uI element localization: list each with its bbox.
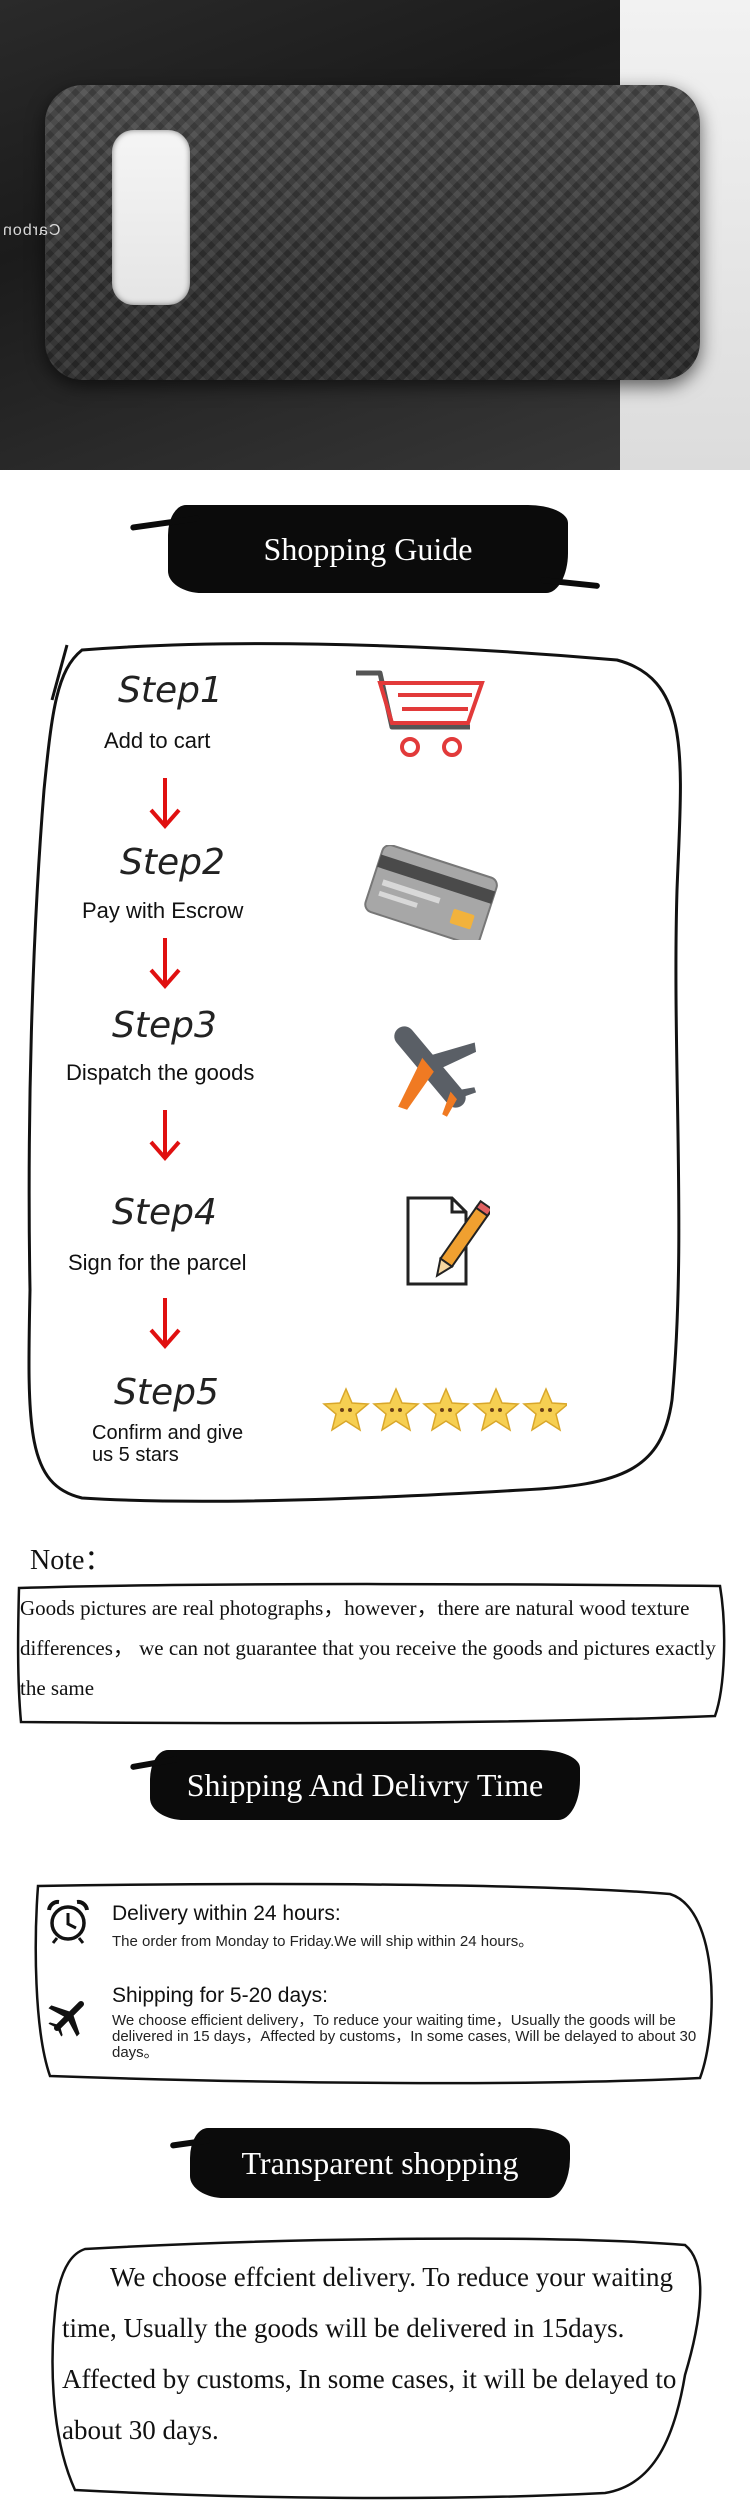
transparent-text: We choose effcient delivery. To reduce y… bbox=[62, 2262, 677, 2445]
note-title: Note： bbox=[30, 1545, 113, 1576]
transparent-shopping-banner: Transparent shopping bbox=[190, 2128, 570, 2198]
credit-card-icon bbox=[364, 845, 498, 940]
note-text: Goods pictures are real photographs，howe… bbox=[20, 1596, 716, 1700]
step-2-title: Step2 bbox=[120, 842, 225, 883]
shipping-5-20-heading: Shipping for 5-20 days: bbox=[112, 1984, 328, 2007]
shipping-5-20-body: We choose efficient delivery，To reduce y… bbox=[112, 2012, 697, 2061]
step-5-desc-line1: Confirm and give bbox=[92, 1422, 244, 1444]
step-5-title: Step5 bbox=[114, 1372, 219, 1413]
banner-title: Shopping Guide bbox=[263, 531, 473, 567]
step-3-desc: Dispatch the goods bbox=[66, 1060, 255, 1085]
airplane-icon bbox=[394, 1026, 477, 1117]
steps-frame bbox=[27, 642, 682, 1503]
document-pen-icon bbox=[406, 1196, 490, 1286]
down-arrow-icon bbox=[149, 778, 181, 830]
down-arrow-icon bbox=[149, 1298, 181, 1350]
step-5-desc-line2: us 5 stars bbox=[92, 1444, 179, 1466]
banner-title: Transparent shopping bbox=[241, 2145, 519, 2181]
step-3-title: Step3 bbox=[112, 1005, 217, 1046]
delivery-24h-heading: Delivery within 24 hours: bbox=[112, 1902, 341, 1925]
camera-cutout bbox=[112, 130, 190, 305]
banner-title: Shipping And Delivry Time bbox=[186, 1767, 544, 1803]
delivery-24h-body: The order from Monday to Friday.We will … bbox=[112, 1933, 534, 1950]
shipping-frame bbox=[34, 1882, 713, 2085]
down-arrow-icon bbox=[149, 938, 181, 990]
shopping-cart-icon bbox=[356, 670, 485, 757]
step-1-desc: Add to cart bbox=[104, 728, 211, 753]
product-photo: Carbon bbox=[0, 0, 750, 470]
note-frame bbox=[16, 1582, 726, 1725]
alarm-clock-icon bbox=[47, 1899, 89, 1944]
shipping-banner: Shipping And Delivry Time bbox=[150, 1750, 580, 1820]
brand-mark: Carbon bbox=[2, 222, 61, 239]
step-5-desc: Confirm and give us 5 stars bbox=[92, 1422, 243, 1466]
step-2-desc: Pay with Escrow bbox=[82, 898, 244, 923]
step-4-title: Step4 bbox=[112, 1192, 217, 1233]
down-arrow-icon bbox=[149, 1110, 181, 1162]
step-4-desc: Sign for the parcel bbox=[68, 1250, 247, 1275]
five-stars-icon bbox=[322, 1387, 567, 1432]
step-1-title: Step1 bbox=[118, 670, 223, 711]
transparent-frame bbox=[51, 2237, 702, 2500]
shopping-guide-banner: Shopping Guide bbox=[168, 505, 568, 593]
airplane-icon bbox=[48, 2000, 85, 2037]
